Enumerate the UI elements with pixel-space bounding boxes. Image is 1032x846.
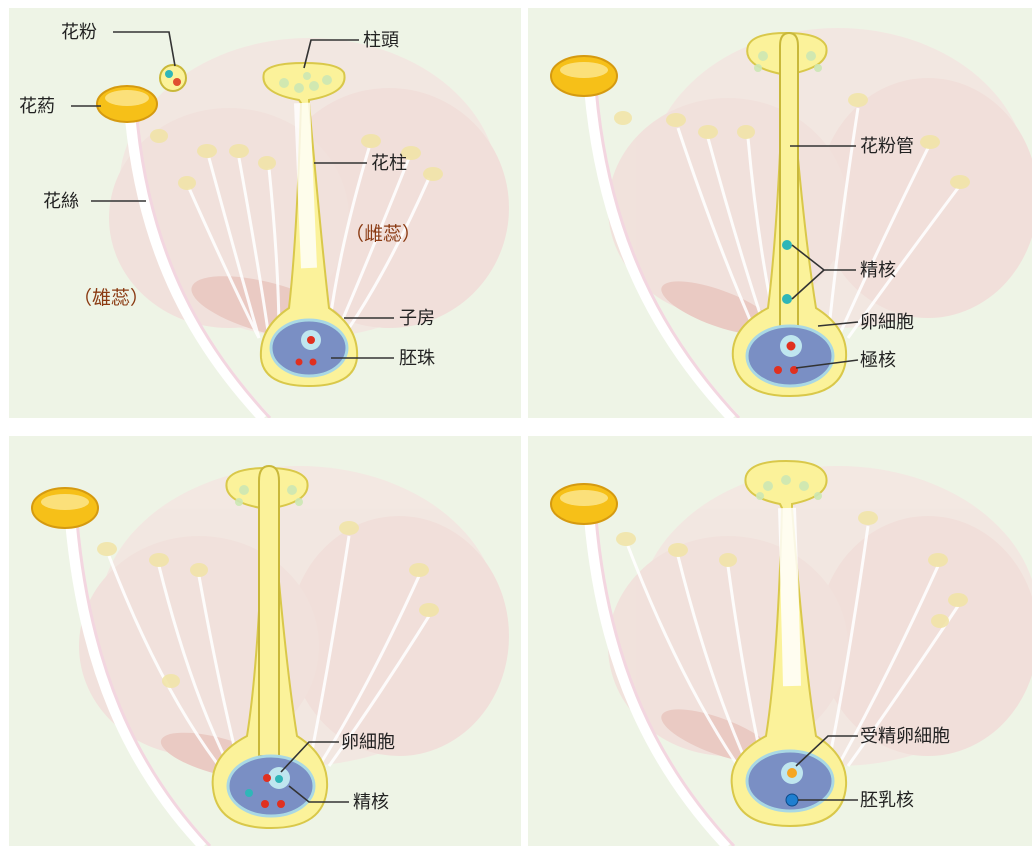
- label-sperm-nuclei: 精核: [860, 260, 896, 281]
- panel-1-svg: 花粉 花葯 花絲 （雄蕊） 柱頭 花柱 （雌蕊） 子房 胚珠: [9, 8, 521, 418]
- panel-pollen-tube: 花粉管 精核 卵細胞 極核: [528, 8, 1032, 418]
- label-stigma: 柱頭: [363, 30, 399, 51]
- label-egg-cell: 卵細胞: [341, 732, 395, 753]
- label-polar-nuclei: 極核: [860, 350, 896, 371]
- label-pollen: 花粉: [61, 22, 97, 43]
- pollen-grain: [160, 65, 186, 91]
- panel-flower-structure: 花粉 花葯 花絲 （雄蕊） 柱頭 花柱 （雌蕊） 子房 胚珠: [9, 8, 521, 418]
- label-style: 花柱: [371, 153, 407, 174]
- flower-petals: [608, 466, 1032, 773]
- label-filament: 花絲: [43, 191, 79, 212]
- sperm-nucleus: [275, 775, 283, 783]
- label-ovule: 胚珠: [399, 348, 435, 369]
- label-pistil: （雌蕊）: [345, 223, 421, 245]
- label-sperm-nuclei: 精核: [353, 792, 389, 813]
- label-anther: 花葯: [19, 96, 55, 117]
- label-endosperm-nucleus: 胚乳核: [860, 790, 914, 811]
- flower-petals: [608, 28, 1032, 345]
- pollen-tube: [780, 33, 798, 326]
- ovule: [228, 756, 314, 816]
- label-ovary: 子房: [399, 308, 435, 329]
- label-pollen-tube: 花粉管: [860, 136, 914, 157]
- panel-double-fertilization: 受精卵細胞 胚乳核: [528, 436, 1032, 846]
- panel-2-svg: 花粉管 精核 卵細胞 極核: [528, 8, 1032, 418]
- label-egg-cell: 卵細胞: [860, 312, 914, 333]
- endosperm-nucleus: [786, 794, 798, 806]
- polar-nucleus: [774, 366, 782, 374]
- sperm-nucleus: [782, 240, 792, 250]
- sperm-nucleus: [782, 294, 792, 304]
- label-stamen: （雄蕊）: [73, 287, 149, 309]
- pollen-tube: [259, 466, 279, 756]
- panel-4-svg: 受精卵細胞 胚乳核: [528, 436, 1032, 846]
- panel-3-svg: 卵細胞 精核: [9, 436, 521, 846]
- sperm-nucleus: [245, 789, 253, 797]
- panel-tube-reaches-ovule: 卵細胞 精核: [9, 436, 521, 846]
- label-fertilized-egg-cell: 受精卵細胞: [860, 726, 950, 747]
